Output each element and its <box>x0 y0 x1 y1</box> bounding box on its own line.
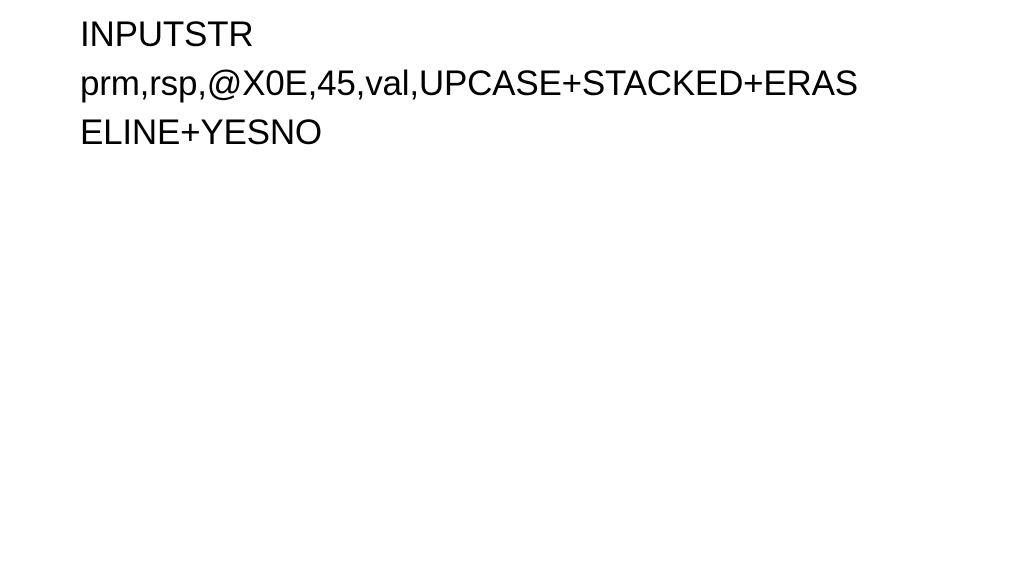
title-line-2: prm,rsp,@X0E,45,val,UPCASE+STACKED+ERAS <box>80 64 858 103</box>
title-line-3: ELINE+YESNO <box>80 113 322 152</box>
title-line-1: INPUTSTR <box>80 15 254 54</box>
slide-title: INPUTSTR prm,rsp,@X0E,45,val,UPCASE+STAC… <box>80 10 950 157</box>
